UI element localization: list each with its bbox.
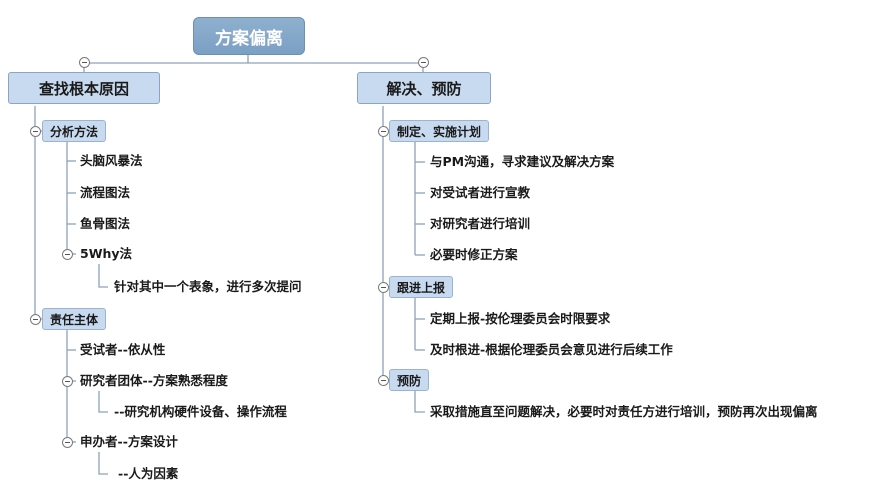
collapse-toggle-prevention[interactable]: [378, 375, 389, 386]
collapse-toggle-plan[interactable]: [378, 126, 389, 137]
collapse-toggle-responsibility[interactable]: [30, 314, 41, 325]
subtopic-plan[interactable]: 制定、实施计划: [389, 120, 490, 142]
collapse-toggle-5why[interactable]: [62, 249, 73, 260]
leaf-subject-education[interactable]: 对受试者进行宣教: [430, 185, 531, 200]
leaf-periodic-report[interactable]: 定期上报-按伦理委员会时限要求: [430, 311, 611, 326]
root-topic[interactable]: 方案偏离: [193, 17, 305, 55]
collapse-toggle-left-branch[interactable]: [79, 57, 90, 68]
subtopic-analysis-methods[interactable]: 分析方法: [42, 120, 107, 142]
leaf-subject-compliance[interactable]: 受试者--依从性: [80, 342, 166, 357]
leaf-5why-detail[interactable]: 针对其中一个表象，进行多次提问: [114, 279, 302, 294]
leaf-investigator-detail[interactable]: --研究机构硬件设备、操作流程: [114, 404, 287, 419]
leaf-5why[interactable]: 5Why法: [80, 246, 133, 261]
subtopic-prevention[interactable]: 预防: [389, 369, 430, 391]
leaf-timely-follow[interactable]: 及时根进-根据伦理委员会意见进行后续工作: [430, 342, 673, 357]
subtopic-responsibility[interactable]: 责任主体: [42, 308, 107, 330]
leaf-investigator-team[interactable]: 研究者团体--方案熟悉程度: [80, 373, 228, 388]
collapse-toggle-follow-up[interactable]: [378, 282, 389, 293]
leaf-prevention-measures[interactable]: 采取措施直至问题解决，必要时对责任方进行培训，预防再次出现偏离: [430, 404, 818, 419]
subtopic-follow-up[interactable]: 跟进上报: [389, 276, 454, 298]
leaf-sponsor-design[interactable]: 申办者--方案设计: [80, 434, 178, 449]
leaf-amend-protocol[interactable]: 必要时修正方案: [430, 247, 518, 262]
topic-find-root-cause[interactable]: 查找根本原因: [8, 72, 160, 104]
leaf-investigator-training[interactable]: 对研究者进行培训: [430, 216, 531, 231]
leaf-brainstorming[interactable]: 头脑风暴法: [80, 153, 143, 168]
leaf-sponsor-detail[interactable]: --人为因素: [118, 466, 179, 481]
leaf-flowchart[interactable]: 流程图法: [80, 185, 131, 200]
leaf-fishbone[interactable]: 鱼骨图法: [80, 216, 131, 231]
collapse-toggle-right-branch[interactable]: [418, 57, 429, 68]
leaf-pm-communication[interactable]: 与PM沟通，寻求建议及解决方案: [430, 154, 615, 169]
collapse-toggle-sponsor[interactable]: [62, 437, 73, 448]
topic-resolve-prevent[interactable]: 解决、预防: [357, 72, 491, 104]
collapse-toggle-analysis-methods[interactable]: [30, 126, 41, 137]
collapse-toggle-investigator[interactable]: [62, 376, 73, 387]
